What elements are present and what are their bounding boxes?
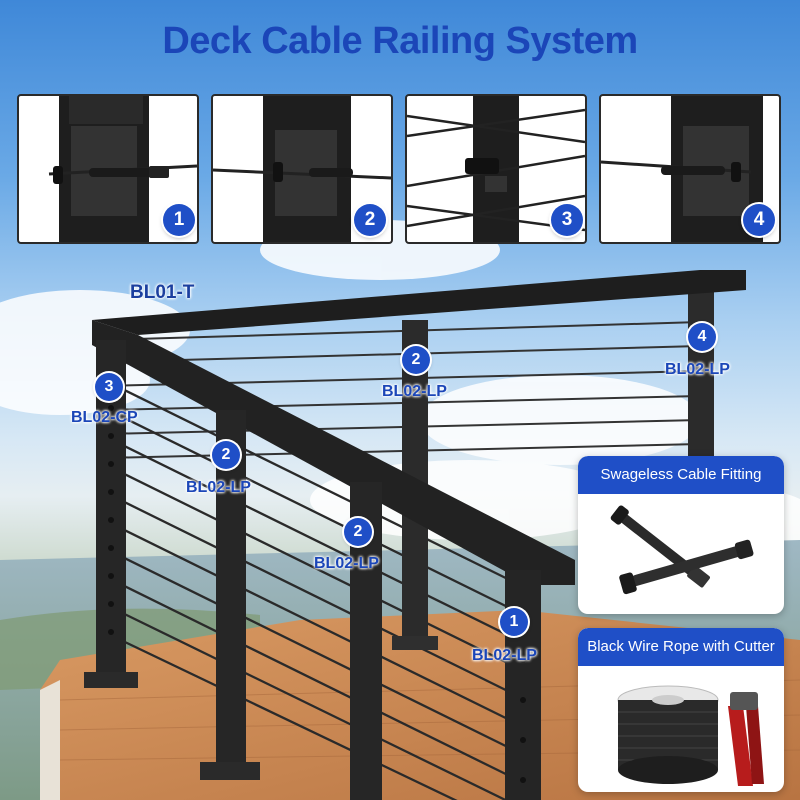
thumbnail-3: 3 xyxy=(405,94,587,244)
panel-rope: Black Wire Rope with Cutter xyxy=(578,628,784,792)
thumbnail-badge-4: 4 xyxy=(743,204,775,236)
fitting-image xyxy=(610,505,754,595)
label-post-front-2: BL02-LP xyxy=(314,555,379,572)
top-rail-back xyxy=(92,270,746,335)
post-front-end xyxy=(505,570,541,800)
page-title: Deck Cable Railing System xyxy=(162,20,638,62)
thumbnail-1: 1 xyxy=(17,94,199,244)
label-post-front-end: BL02-LP xyxy=(472,647,537,664)
panel-fitting-title: Swageless Cable Fitting xyxy=(578,456,784,494)
badge-post-front-2: 2 xyxy=(344,518,372,546)
thumbnail-badge-2: 2 xyxy=(354,204,386,236)
panel-rope-title: Black Wire Rope with Cutter xyxy=(578,628,784,666)
thumbnail-2: 2 xyxy=(211,94,393,244)
rope-spool-image xyxy=(617,685,764,786)
badge-post-corner: 3 xyxy=(95,373,123,401)
top-rail-front xyxy=(92,320,575,585)
label-top-rail: BL01-T xyxy=(130,282,195,303)
label-post-back-right: BL02-LP xyxy=(665,361,730,378)
cutter-icon xyxy=(728,692,764,786)
thumbnail-badge-1: 1 xyxy=(163,204,195,236)
badge-post-back-right: 4 xyxy=(688,323,716,351)
thumbnail-badge-3: 3 xyxy=(551,204,583,236)
label-post-back-middle: BL02-LP xyxy=(382,383,447,400)
panel-fitting: Swageless Cable Fitting xyxy=(578,456,784,614)
badge-post-front-1: 2 xyxy=(212,441,240,469)
badge-post-back-middle: 2 xyxy=(402,346,430,374)
label-post-corner: BL02-CP xyxy=(71,409,138,426)
post-front-1 xyxy=(216,410,246,770)
label-post-front-1: BL02-LP xyxy=(186,479,251,496)
thumbnail-4: 4 xyxy=(599,94,781,244)
badge-post-front-end: 1 xyxy=(500,608,528,636)
